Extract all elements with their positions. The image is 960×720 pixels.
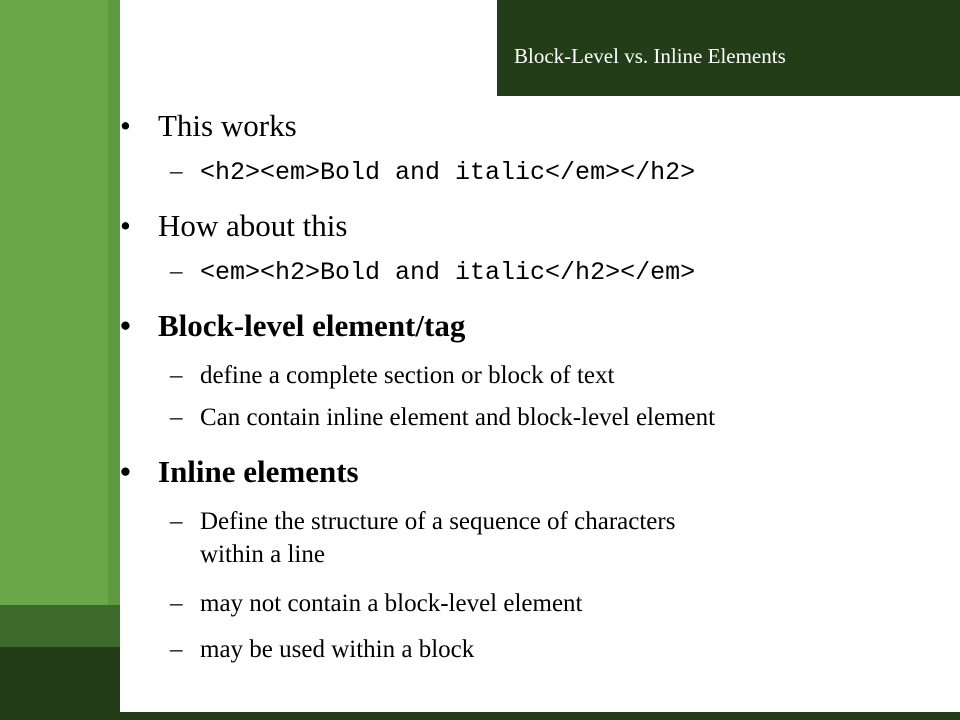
left-bar-edge <box>108 0 120 720</box>
code-sample: <em><h2>Bold and italic</h2></em> <box>200 258 696 287</box>
bullet-marker: • <box>120 308 131 343</box>
bullet-marker: • <box>120 108 131 143</box>
slide-title: Block-Level vs. Inline Elements <box>514 44 786 68</box>
sub-bullet-text: within a line <box>200 541 325 568</box>
sub-bullet-marker: – <box>170 590 183 617</box>
bullet-text: This works <box>158 108 297 143</box>
sub-bullet-text: Define the structure of a sequence of ch… <box>200 508 676 535</box>
sub-bullet-marker: – <box>170 404 183 431</box>
code-sample: <h2><em>Bold and italic</em></h2> <box>200 158 696 187</box>
bullet-marker: • <box>120 208 131 243</box>
sub-bullet-text: define a complete section or block of te… <box>200 362 615 389</box>
left-decorative-bar <box>0 0 120 720</box>
bullet-text: Block-level element/tag <box>158 308 466 343</box>
sub-bullet-marker: – <box>170 508 183 535</box>
sub-bullet-marker: – <box>170 258 183 285</box>
title-bar: Block-Level vs. Inline Elements <box>497 0 960 96</box>
bullet-text: How about this <box>158 208 348 243</box>
left-bar-mid-band <box>0 605 120 647</box>
sub-bullet-text: may not contain a block-level element <box>200 590 583 617</box>
left-bar-dark-band <box>0 647 120 720</box>
sub-bullet-marker: – <box>170 158 183 185</box>
sub-bullet-marker: – <box>170 362 183 389</box>
left-bar-light-panel <box>0 0 108 605</box>
bullet-text: Inline elements <box>158 454 359 489</box>
sub-bullet-text: may be used within a block <box>200 636 475 663</box>
sub-bullet-text: Can contain inline element and block-lev… <box>200 404 716 431</box>
sub-bullet-marker: – <box>170 636 183 663</box>
bullet-marker: • <box>120 454 131 489</box>
bottom-strip <box>120 712 960 720</box>
